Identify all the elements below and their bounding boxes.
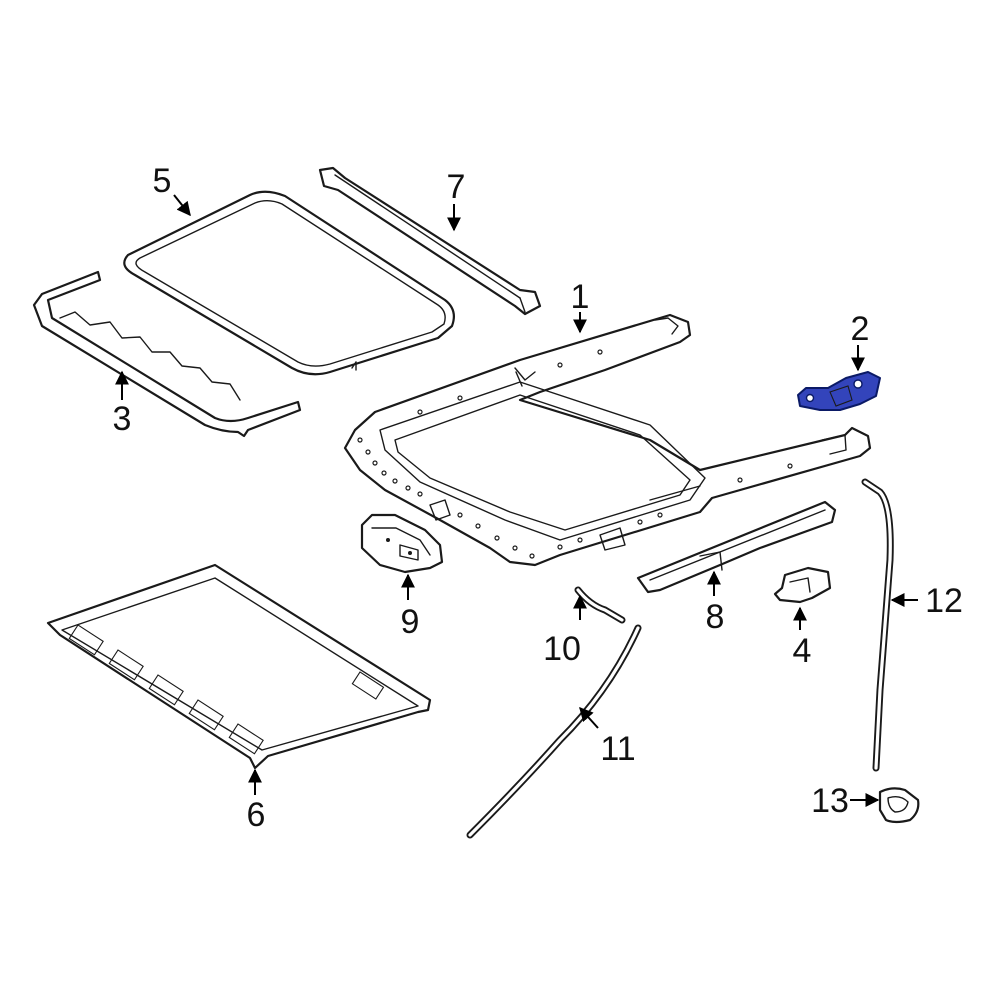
callout-13[interactable]: 13 [811, 782, 849, 820]
glass-panel-part[interactable] [123, 190, 455, 376]
sunroof-frame-part[interactable] [343, 313, 872, 567]
callout-4[interactable]: 4 [793, 632, 812, 670]
callout-labels: 1 2 3 4 5 6 7 8 9 10 11 12 13 [113, 162, 963, 834]
callout-2[interactable]: 2 [851, 310, 870, 348]
callout-leaders [115, 194, 918, 807]
callout-8[interactable]: 8 [706, 598, 725, 636]
callout-12[interactable]: 12 [925, 582, 963, 620]
callout-5[interactable]: 5 [153, 162, 172, 200]
rear-seal-part[interactable] [32, 270, 302, 438]
callout-6[interactable]: 6 [247, 796, 266, 834]
guide-rail-part[interactable] [636, 500, 837, 594]
bracket-part-highlighted[interactable] [797, 371, 881, 411]
sunshade-part[interactable] [46, 563, 432, 770]
callout-11[interactable]: 11 [600, 730, 635, 768]
callout-10[interactable]: 10 [543, 630, 581, 668]
short-drain-hose-part[interactable] [574, 586, 626, 624]
callout-3[interactable]: 3 [113, 400, 132, 438]
clip-part[interactable] [773, 566, 832, 604]
rear-drain-hose-part[interactable] [861, 478, 894, 772]
callout-9[interactable]: 9 [401, 603, 420, 641]
grommet-part[interactable] [878, 787, 920, 824]
callout-1[interactable]: 1 [571, 278, 590, 316]
callout-7[interactable]: 7 [447, 168, 466, 206]
motor-part[interactable] [360, 513, 444, 574]
long-drain-hose-part[interactable] [466, 624, 642, 839]
deflector-part[interactable] [318, 166, 542, 316]
